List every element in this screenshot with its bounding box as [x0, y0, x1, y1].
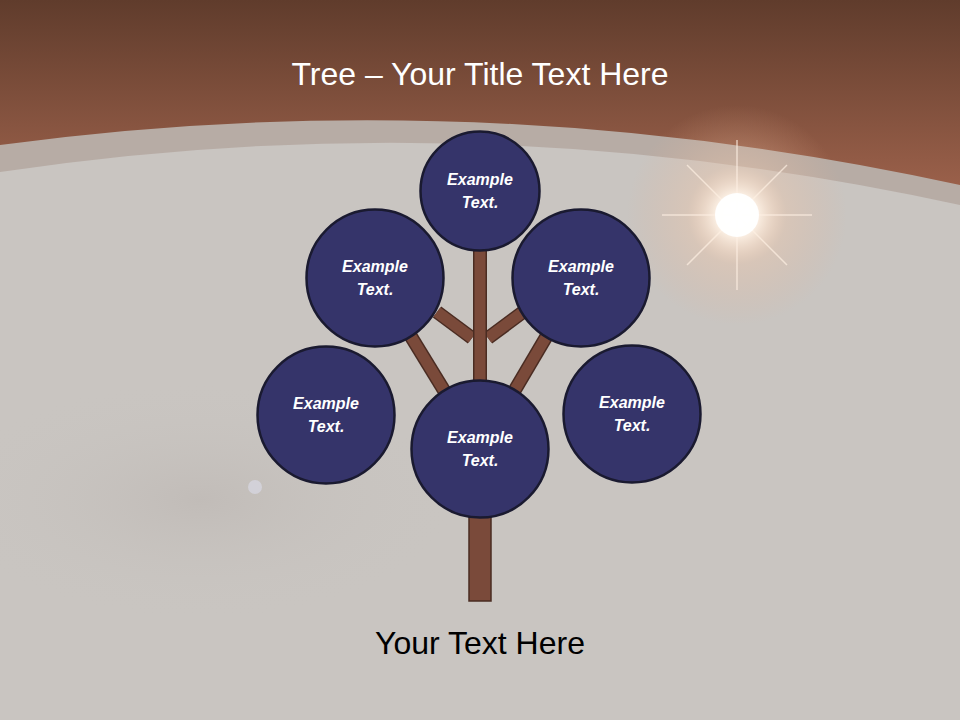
- circle-node: Example Text.: [419, 130, 541, 252]
- node-label: Example Text.: [438, 426, 522, 472]
- circle-node: Example Text.: [410, 379, 550, 519]
- node-label: Example Text.: [539, 255, 623, 301]
- sun: [715, 193, 759, 237]
- circle-shape: [511, 208, 651, 348]
- tree-branch: [515, 337, 547, 391]
- circle-shape: [256, 345, 396, 485]
- node-label: Example Text.: [590, 391, 674, 437]
- circle-shape: [562, 344, 702, 484]
- glint: [248, 480, 262, 494]
- circle-node: Example Text.: [305, 208, 445, 348]
- circle-node: Example Text.: [256, 345, 396, 485]
- node-label: Example Text.: [333, 255, 417, 301]
- circle-shape: [410, 379, 550, 519]
- circle-node: Example Text.: [562, 344, 702, 484]
- slide-title: Tree – Your Title Text Here: [0, 54, 960, 94]
- circle-shape: [419, 130, 541, 252]
- node-label: Example Text.: [284, 392, 368, 438]
- tree-branch: [480, 250, 481, 381]
- sun-glow: [627, 105, 847, 325]
- caption-text: Your Text Here: [0, 622, 960, 664]
- circle-node: Example Text.: [511, 208, 651, 348]
- sun-rays: [662, 140, 812, 290]
- circle-shape: [305, 208, 445, 348]
- tree-branch: [411, 336, 445, 391]
- node-label: Example Text.: [438, 168, 522, 214]
